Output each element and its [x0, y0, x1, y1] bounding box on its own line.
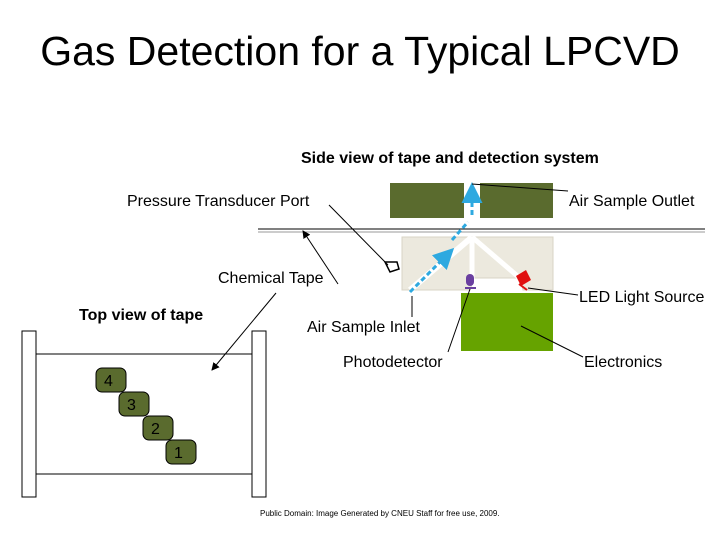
pressure-port-icon — [383, 261, 400, 273]
tape-spot-2-label: 2 — [151, 421, 160, 438]
chemical-tape-leader-top — [211, 292, 277, 371]
page-title: Gas Detection for a Typical LPCVD — [40, 28, 680, 74]
tape-spot-4 — [95, 367, 127, 393]
tape-spot-4-label: 4 — [104, 373, 113, 390]
led-channel — [470, 235, 524, 282]
led-leader — [527, 287, 579, 296]
outlet-block-left — [390, 183, 464, 218]
chemical-tape-leader-side — [302, 230, 339, 285]
chemical-tape-label: Chemical Tape — [218, 270, 324, 287]
photodetector-icon — [466, 274, 474, 286]
flow-arrow-mid — [450, 221, 470, 241]
air-outlet-leader — [471, 183, 569, 192]
tape-spot-2 — [142, 415, 174, 441]
side-view-heading: Side view of tape and detection system — [301, 150, 599, 167]
led-source-label: LED Light Source — [579, 289, 705, 306]
led-icon — [516, 270, 531, 286]
air-inlet-label: Air Sample Inlet — [307, 319, 420, 336]
credit-text: Public Domain: Image Generated by CNEU S… — [260, 509, 500, 518]
pressure-port-label: Pressure Transducer Port — [127, 193, 310, 210]
electronics-label: Electronics — [584, 354, 663, 371]
led-lead-icon — [518, 283, 528, 291]
pressure-port-leader — [328, 204, 389, 266]
flow-arrow-inlet — [408, 247, 455, 294]
photodetector-label: Photodetector — [343, 354, 443, 371]
air-outlet-label: Air Sample Outlet — [569, 193, 695, 210]
photodetector-leader — [447, 288, 471, 353]
left-spool — [21, 330, 37, 498]
electronics-leader — [520, 325, 584, 358]
tape-spot-1 — [165, 439, 197, 465]
tape-spot-1-label: 1 — [174, 445, 183, 462]
top-view-heading: Top view of tape — [79, 307, 204, 324]
electronics-block — [461, 293, 553, 351]
outlet-block-right — [480, 183, 553, 218]
right-spool — [251, 330, 267, 498]
tape-spot-3 — [118, 391, 150, 417]
tape-spot-3-label: 3 — [127, 397, 136, 414]
